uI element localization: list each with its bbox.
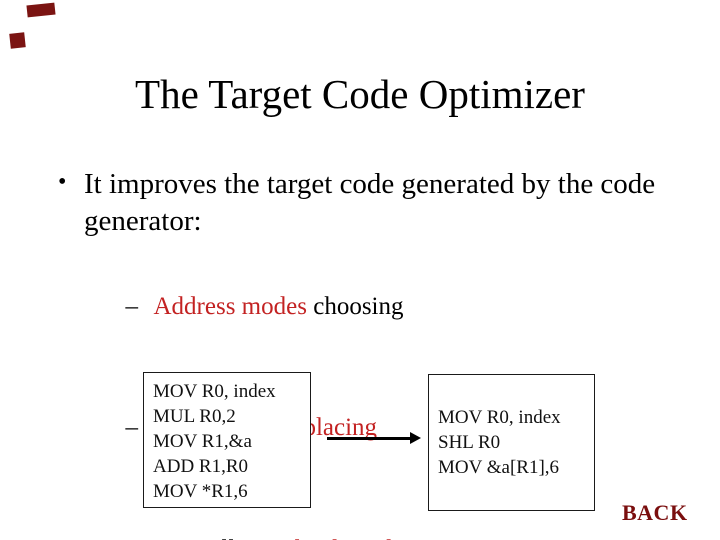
sub-bullet-text-segment: redundant eliminating [269, 536, 489, 540]
arrow-head [410, 432, 421, 444]
right-arrow-icon [327, 432, 421, 445]
back-button[interactable]: BACK [622, 500, 688, 525]
code-box-optimized: MOV R0, index SHL R0 MOV &a[R1],6 [428, 374, 595, 511]
code-box-unoptimized: MOV R0, index MUL R0,2 MOV R1,&a ADD R1,… [143, 372, 311, 508]
dash-marker-icon: – [126, 530, 154, 540]
code-line: MOV *R1,6 [153, 481, 248, 502]
code-line: MOV R0, index [153, 381, 276, 402]
sub-bullet-redundant: – As well as redundant eliminating [88, 489, 489, 540]
main-bullet: • It improves the target code generated … [58, 166, 658, 240]
slide-title: The Target Code Optimizer [135, 71, 585, 117]
corner-logo-fragment-icon [26, 2, 56, 18]
sub-bullet-text-segment: As well as [154, 536, 269, 540]
dash-marker-icon: – [125, 414, 139, 441]
code-line: MOV R0, index [438, 407, 561, 428]
arrow-shaft [327, 437, 411, 440]
code-line: MOV R1,&a [153, 431, 252, 452]
sub-bullet-address-modes: –Address modes choosing [88, 246, 489, 368]
corner-logo-fragment-icon [9, 32, 26, 49]
code-line: ADD R1,R0 [153, 456, 249, 477]
dash-marker-icon: – [125, 292, 139, 320]
main-bullet-text: It improves the target code generated by… [84, 168, 656, 237]
code-line: SHL R0 [438, 432, 501, 453]
code-line: MUL R0,2 [153, 406, 236, 427]
sub-bullet-text-segment: choosing [313, 292, 404, 320]
bullet-marker-icon: • [58, 169, 67, 195]
code-line: MOV &a[R1],6 [438, 457, 560, 478]
sub-bullet-text-segment: Address modes [153, 292, 314, 320]
